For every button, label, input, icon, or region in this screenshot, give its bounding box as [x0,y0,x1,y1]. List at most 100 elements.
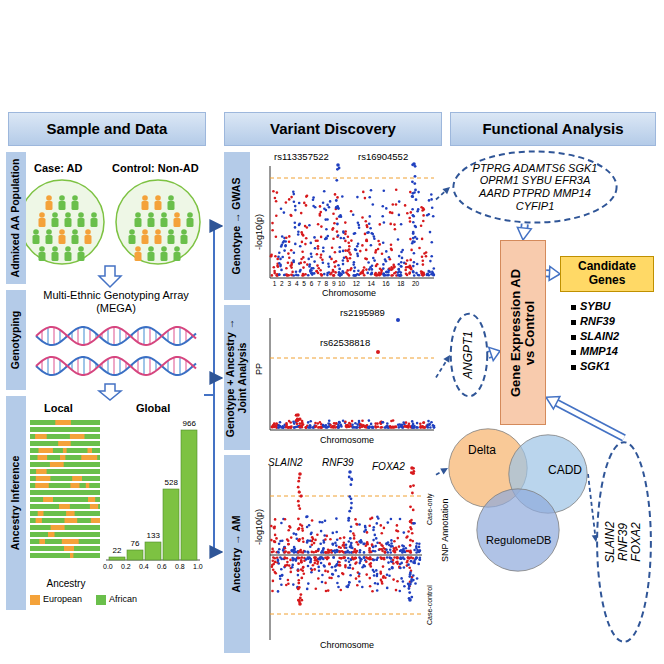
plot-mark [300,593,303,596]
plot-mark [296,422,299,425]
plot-mark [409,520,412,523]
plot-mark [395,546,398,549]
plot-mark [306,588,309,591]
plot-mark [388,544,391,547]
plot-mark [399,518,402,521]
plot-mark [412,214,415,217]
ancestry-bar [30,532,100,537]
plot-mark [414,189,417,192]
plot-mark [411,492,414,495]
dna-rung [59,330,61,342]
plot-mark [310,255,313,258]
plot-mark [427,213,430,216]
plot-mark [371,543,374,546]
plot-mark [344,551,347,554]
plot-mark [361,586,364,589]
plot-mark [325,209,328,212]
arrow-head [440,468,448,474]
plot-mark [410,528,413,531]
plot-mark [288,198,291,201]
plot-mark [346,260,349,263]
plot-mark [378,549,381,552]
plot-mark [342,259,345,262]
person-icon [33,229,39,235]
plot-mark [411,532,414,535]
threshold-line [270,496,422,497]
plot-mark [294,243,297,246]
brace [204,226,214,552]
plot-mark [356,423,359,426]
plot-mark [416,263,419,266]
plot-mark [349,574,352,577]
plot-mark [327,548,330,551]
ancestry-bar [30,462,100,467]
plot-mark [339,537,342,540]
plot-mark [363,530,366,533]
plot-mark [302,566,305,569]
plot-mark [409,267,412,270]
plot-mark [390,266,393,269]
plot-mark [343,536,346,539]
plot-mark [393,223,396,226]
plot-mark [283,558,286,561]
plot-mark [320,273,323,276]
plot-mark [411,420,414,423]
dna-rung [113,357,115,375]
plot-mark [387,521,390,524]
ancestry-bar [62,539,79,544]
plot-mark [291,566,294,569]
node-box: ANGPT1 [450,312,488,398]
plot-mark [381,550,384,553]
plot-mark [389,223,392,226]
plot-mark [412,472,415,475]
plot-mark [320,530,323,533]
plot-mark [335,517,338,520]
plot-mark [295,533,298,536]
plot-mark [350,483,353,486]
plot-mark [332,425,335,428]
plot-mark [279,264,282,267]
dna-rung [77,328,79,344]
ancestry-bar [39,539,45,544]
plot-mark [413,240,416,243]
plot-mark [406,259,409,262]
plot-mark [325,237,328,240]
plot-mark [293,193,296,196]
plot-mark [387,426,390,429]
plot-mark [383,558,386,561]
axis [270,278,434,279]
plot-mark [289,426,292,429]
plot-mark [334,251,337,254]
plot-mark [419,549,422,552]
plot-mark [317,245,320,248]
plot-mark [297,500,300,503]
plot-mark [371,425,374,428]
plot-mark [297,233,300,236]
plot-mark [280,522,283,525]
plot-mark [429,260,432,263]
person-icon [155,235,162,244]
plot-mark [324,570,327,573]
plot-mark [412,232,415,235]
plot-mark [345,543,348,546]
plot-mark [417,563,420,566]
plot-mark [351,420,354,423]
histogram-bar [163,489,179,560]
plot-mark [351,423,354,426]
plot-mark [369,577,372,580]
plot-mark [336,550,339,553]
dna-rung [53,357,55,375]
plot-mark [393,556,396,559]
plot-mark [345,546,348,549]
plot-mark [395,589,398,592]
label-text: SYBU [580,300,611,313]
plot-mark [383,190,386,193]
person-icon [65,218,72,227]
node-box: Admixed AA Population [6,152,26,284]
person-icon [168,201,175,210]
plot-mark [382,565,385,568]
block-arrow [546,266,560,280]
plot-mark [396,524,399,527]
dna-rung [113,327,115,345]
